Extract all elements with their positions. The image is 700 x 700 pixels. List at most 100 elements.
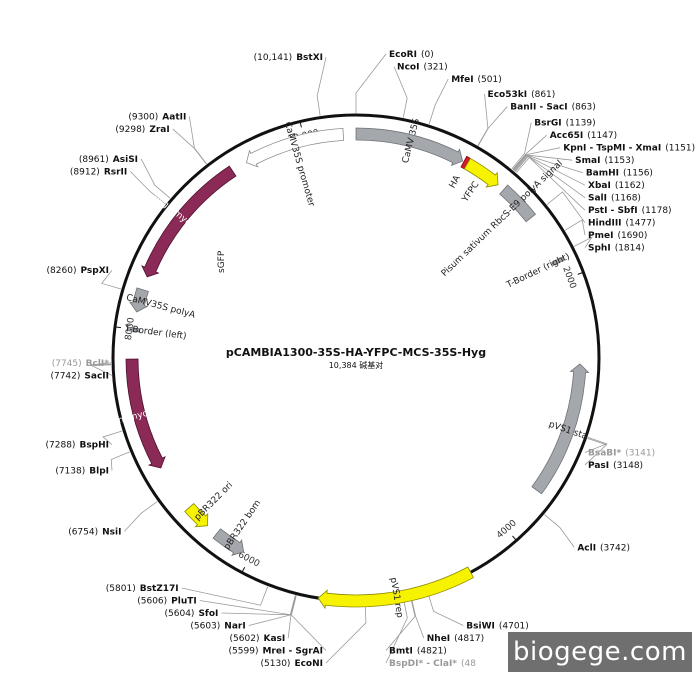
feature-camv-35s (355, 127, 464, 167)
site-position: (5599) (229, 647, 259, 657)
site-name: AatII (162, 112, 186, 122)
site-leader-line (124, 501, 158, 532)
site-leader-line (325, 602, 367, 664)
site-ncoi: NcoI (321) (397, 63, 448, 73)
scale-tick (299, 120, 302, 128)
site-leader-line (90, 364, 113, 376)
site-acc65i: Acc65I(1147) (550, 131, 617, 141)
site-leader-line (564, 219, 586, 236)
site-leader-line (101, 269, 122, 290)
scale-tick (512, 535, 518, 542)
site-leader-line (248, 595, 297, 626)
site-leader-line (546, 191, 586, 223)
site-name: BstZ17I (140, 584, 179, 594)
feature-pisum-sativum-rbcs-e9-polya-signal (499, 184, 537, 223)
site-position: (7742) (50, 371, 80, 381)
site-psti-sbfi: PstI - SbfI (1178) (588, 206, 672, 216)
site-leader-line (290, 595, 327, 651)
site-position: (0) (421, 50, 434, 60)
site-eco53ki: Eco53kI(861) (488, 90, 556, 100)
site-name: MfeI (451, 75, 473, 85)
site-position: (1178) (642, 206, 672, 216)
site-leader-line (477, 106, 508, 146)
site-name: BspHI (79, 441, 109, 451)
site-position: (8961) (79, 155, 109, 165)
feature-pbr322-ori (184, 502, 209, 528)
site-bstz17i: BstZ17I(5801) (106, 584, 179, 594)
feature-label-yfpc: YFPC (460, 180, 482, 205)
site-position: (9298) (115, 125, 145, 135)
feature-camv35s-promoter (246, 127, 345, 168)
site-asisi: AsiSI(8961) (79, 155, 138, 165)
site-leader-line (172, 128, 207, 165)
site-position: (1162) (615, 181, 645, 191)
site-name: SacII (84, 371, 109, 381)
site-name: BsiWI (466, 622, 495, 632)
site-position: (5606) (137, 597, 167, 607)
site-position: (863) (572, 102, 596, 112)
site-leader-line (511, 122, 532, 170)
site-name: PmeI (588, 231, 613, 241)
site-name: BsaBI* (588, 448, 621, 458)
site-position: (3742) (600, 543, 630, 553)
site-position: (4821) (417, 647, 447, 657)
inner-label-sgfp: sGFP (217, 250, 227, 273)
site-name: RsrII (104, 167, 127, 177)
site-bamhi: BamHI(1156) (586, 169, 653, 179)
site-name: BlpI (89, 466, 109, 476)
site-name: BspDI* - ClaI* (389, 659, 457, 669)
site-position: (1153) (604, 156, 634, 166)
site-ecori: EcoRI(0) (389, 50, 434, 60)
site-leader-line (544, 514, 575, 548)
site-position: (1690) (617, 231, 647, 241)
restriction-sites: EcoRI(0)NcoI(321)MfeI(501)Eco53kI(861)Ba… (46, 50, 696, 669)
site-position: (3148) (613, 461, 643, 471)
scale-tick-label: 2000 (560, 265, 578, 290)
site-bspdi-clai: BspDI* - ClaI* (48 (389, 659, 476, 669)
plasmid-name: pCAMBIA1300-35S-HA-YFPC-MCS-35S-Hyg (226, 346, 486, 359)
site-bsphi: BspHI(7288) (46, 441, 109, 451)
site-nari: NarI(5603) (190, 622, 245, 632)
site-position: (7138) (55, 466, 85, 476)
watermark: biogege.com (508, 632, 692, 672)
site-leader-line (316, 57, 327, 116)
site-sphi: SphI(1814) (588, 244, 645, 254)
site-kpni-tspmi-xmai: KpnI - TspMI - XmaI(1151) (563, 144, 695, 154)
site-bsiwi: BsiWI (4701) (466, 622, 529, 632)
site-leader-line (287, 595, 297, 639)
site-position: (4701) (499, 622, 529, 632)
site-leader-line (110, 451, 130, 471)
site-leader-line (427, 592, 464, 626)
site-name: NcoI (397, 63, 419, 73)
site-econi: EcoNI(5130) (261, 659, 323, 669)
site-position: (861) (531, 90, 555, 100)
site-position: (321) (423, 63, 447, 73)
site-mrei-sgrai: MreI - SgrAI(5599) (229, 647, 323, 657)
feature-pvs1-rep (317, 566, 475, 610)
site-position: (48 (461, 659, 476, 669)
site-pluti: PluTI(5606) (137, 597, 197, 607)
site-leader-line (514, 155, 586, 199)
site-leader-line (91, 362, 113, 366)
feature-label-pbr322-ori: pBR322 ori (193, 480, 235, 522)
site-leader-line (102, 430, 123, 445)
site-leader-line (410, 596, 425, 639)
site-name: EcoNI (294, 659, 323, 669)
site-sali: SalI(1168) (588, 194, 641, 204)
site-hindiii: HindIII(1477) (588, 219, 655, 229)
site-name: SmaI (575, 156, 600, 166)
site-sfoi: SfoI(5604) (165, 609, 219, 619)
site-position: (8912) (70, 167, 100, 177)
site-name: PspXI (80, 266, 109, 276)
site-position: (1156) (623, 169, 653, 179)
site-name: PstI - SbfI (588, 206, 638, 216)
site-name: AclI (577, 543, 596, 553)
site-leader-line (129, 171, 166, 205)
site-kasi: KasI(5602) (230, 634, 286, 644)
feature-label-ha: HA (448, 173, 463, 190)
site-bcli: BclI*(7745) (52, 359, 110, 369)
site-smai: SmaI (1153) (575, 156, 634, 166)
site-nsii: NsiI(6754) (68, 527, 121, 537)
site-name: NsiI (102, 527, 121, 537)
plasmid-size: 10,384 碱基对 (329, 360, 384, 370)
